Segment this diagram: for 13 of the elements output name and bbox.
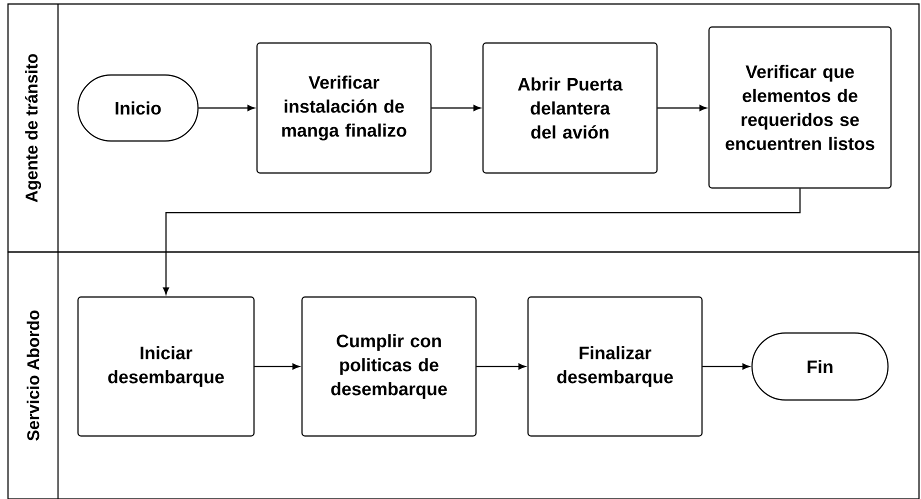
arrow [702, 363, 750, 370]
arrow [162, 188, 801, 295]
arrow [476, 363, 526, 370]
process-box: Finalizar desembarque [527, 296, 703, 437]
arrow [254, 363, 300, 370]
process-box: Cumplir con politicas de desembarque [301, 296, 477, 437]
arrow [658, 104, 707, 112]
process-box: Verificar que elementos de requeridos se encuentren listos [708, 26, 892, 189]
process-box: Iniciar desembarque [77, 296, 255, 437]
process-box: Abrir Puerta delantera del avión [482, 42, 658, 174]
process-box: Verificar instalación de manga finalizo [256, 42, 432, 174]
arrow [432, 104, 481, 112]
arrow [198, 104, 255, 112]
